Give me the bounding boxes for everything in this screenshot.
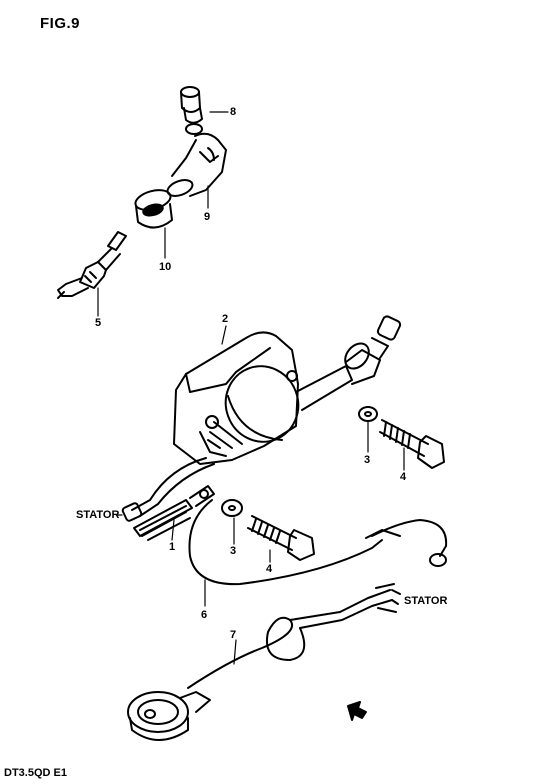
model-code: DT3.5QD E1 [4, 767, 67, 779]
spark-plug-part-5 [58, 232, 126, 298]
washer-part-3-lower [222, 500, 242, 516]
part-number-9: 9 [204, 211, 211, 223]
part-number-3-lower: 3 [230, 545, 237, 557]
part-number-4-upper: 4 [400, 471, 407, 483]
part-number-10: 10 [159, 261, 172, 273]
washer-part-3-upper [359, 407, 377, 421]
coil-harness-stator [122, 458, 214, 522]
part-number-2: 2 [222, 313, 229, 325]
part-number-6: 6 [201, 609, 208, 621]
ignition-coil-part-2 [174, 315, 401, 464]
stator-label-right: STATOR [404, 595, 448, 607]
bolt-part-4-upper [380, 420, 444, 468]
direction-arrow-icon [348, 702, 366, 720]
ground-lead-part-6 [189, 500, 446, 584]
stator-label-left: STATOR [76, 509, 120, 521]
part-number-4-lower: 4 [266, 563, 273, 575]
grommet-part-10 [133, 187, 172, 228]
boot-tube-part-9 [165, 134, 226, 199]
part-number-1: 1 [169, 541, 176, 553]
ground-plate-part-1 [134, 486, 214, 540]
bolt-part-4-lower [248, 516, 314, 560]
part-number-7: 7 [230, 629, 237, 641]
figure-title: FIG.9 [40, 15, 81, 32]
plug-cap-end-part-8 [181, 87, 202, 134]
leader-lines [98, 112, 404, 664]
part-number-8: 8 [230, 106, 237, 118]
stop-switch-part-7 [128, 584, 400, 740]
part-number-3-upper: 3 [364, 454, 371, 466]
part-number-5: 5 [95, 317, 102, 329]
